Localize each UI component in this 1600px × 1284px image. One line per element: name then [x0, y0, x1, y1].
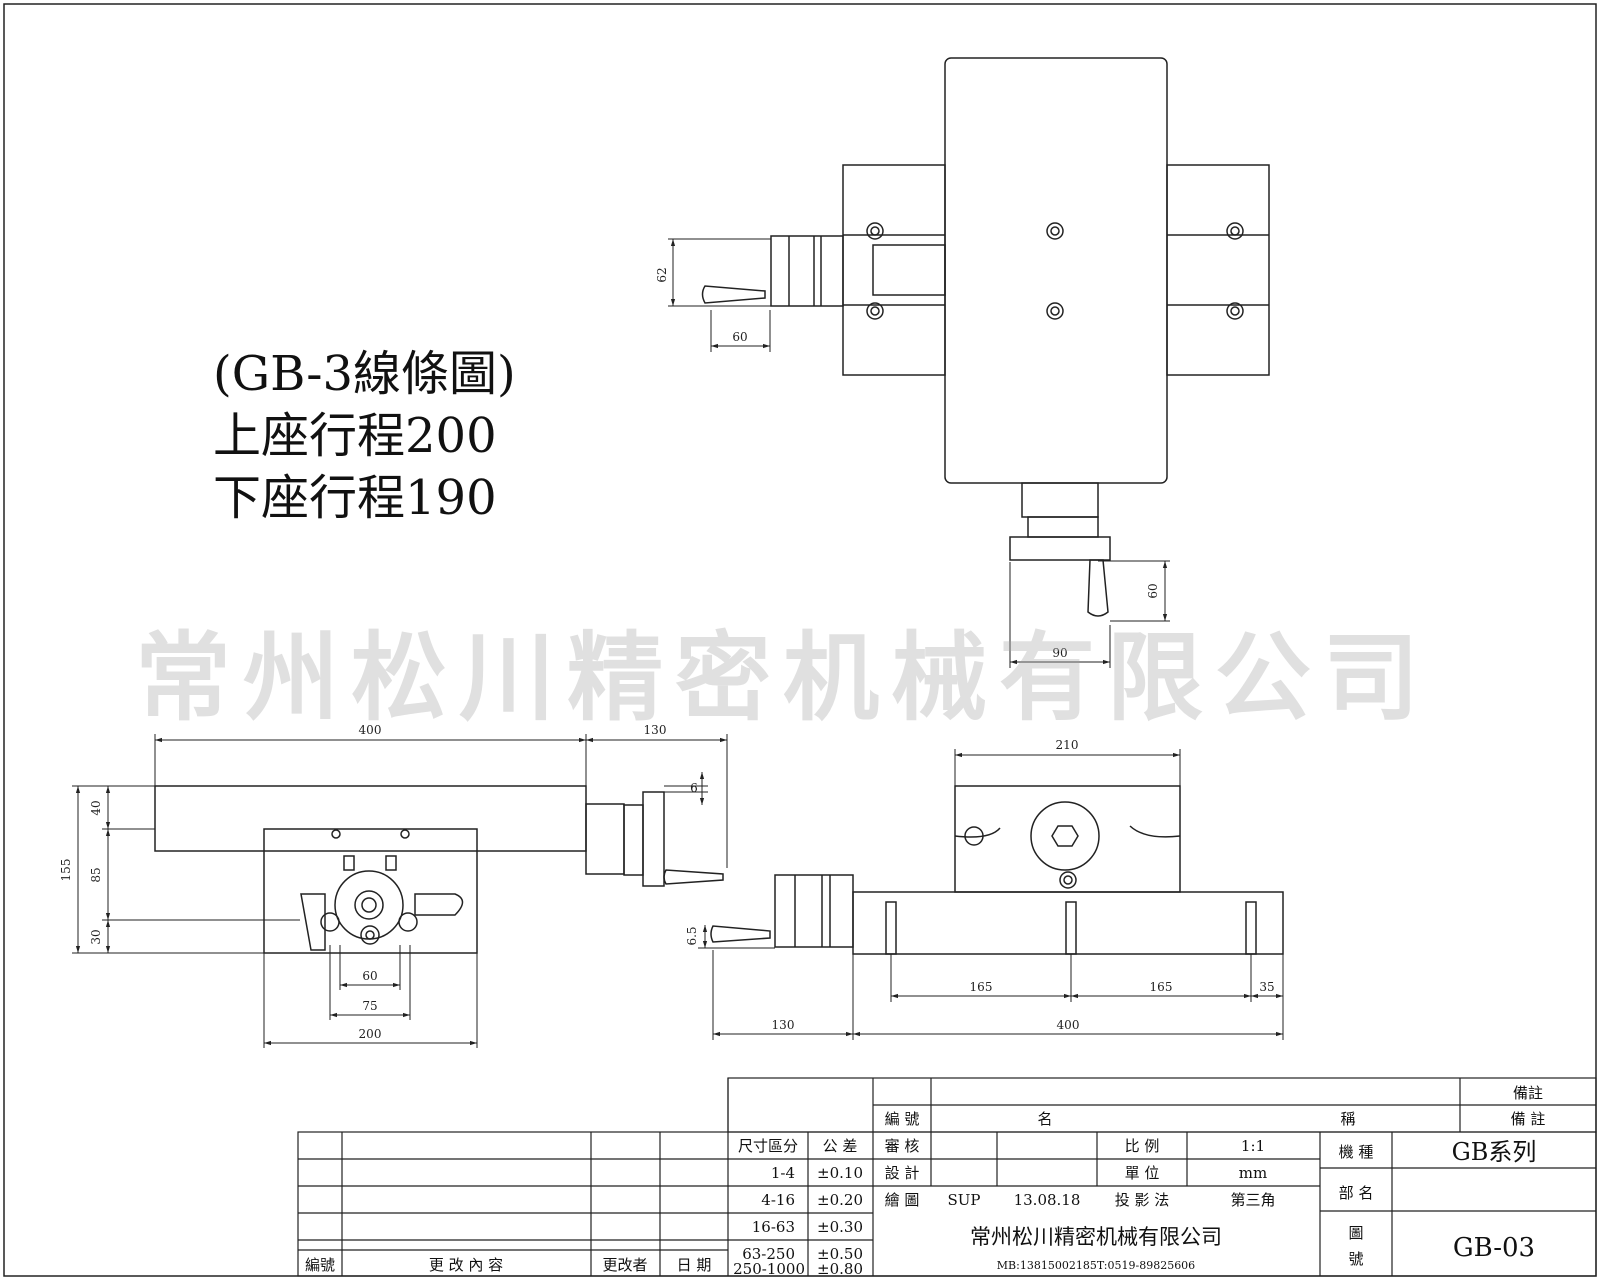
dim-inner-width-a: 60	[362, 969, 377, 983]
design-label: 設 計	[885, 1164, 920, 1182]
company-watermark: 常州松川精密机械有限公司	[135, 622, 1431, 734]
tolerance-range: 250-1000	[733, 1260, 805, 1278]
dim-front-handle-width: 90	[1052, 646, 1067, 660]
front-view	[710, 785, 1284, 955]
tolerance-value: ±0.80	[817, 1260, 863, 1278]
drawing-heading: (GB-3線條圖) 上座行程200 下座行程190	[213, 343, 516, 529]
tolerance-range: 1-4	[771, 1164, 795, 1182]
drawing-no-label-1: 圖	[1348, 1224, 1363, 1242]
part-name-label: 部 名	[1339, 1184, 1374, 1202]
company-contact: MB:13815002185T:0519-89825606	[997, 1259, 1195, 1272]
dim-handle-length: 60	[732, 330, 747, 344]
dim-table-height: 40	[89, 800, 103, 815]
dim-hole-spacing-1: 165	[970, 980, 993, 994]
draw-date: 13.08.18	[1014, 1191, 1081, 1209]
drawing-label: 繪 圖	[885, 1191, 920, 1209]
title-table-grid	[297, 1077, 1597, 1277]
dim-side-handle-offset: 6	[690, 781, 698, 795]
dim-handwheel-extension: 130	[644, 723, 667, 737]
dim-edge-offset: 35	[1259, 980, 1274, 994]
dim-table-length: 400	[359, 723, 382, 737]
dim-front-handle-height: 60	[1146, 583, 1160, 598]
header-remarks-small: 備註	[1513, 1084, 1543, 1102]
review-label: 審 核	[885, 1137, 920, 1155]
drawer-name: SUP	[947, 1191, 980, 1209]
tolerance-value: ±0.50	[817, 1245, 863, 1263]
unit-label: 單 位	[1125, 1164, 1160, 1182]
header-name-2: 稱	[1340, 1110, 1355, 1128]
tolerance-range: 4-16	[761, 1191, 795, 1209]
tolerance-value: ±0.30	[817, 1218, 863, 1236]
top-view	[701, 57, 1270, 617]
drawing-number: GB-03	[1453, 1233, 1535, 1263]
side-view	[154, 785, 724, 954]
drawing-no-label-2: 號	[1348, 1250, 1363, 1268]
tolerance-range: 16-63	[752, 1218, 795, 1236]
header-name-1: 名	[1037, 1110, 1052, 1128]
dim-handwheel-height: 62	[655, 267, 669, 282]
model-value: GB系列	[1452, 1138, 1537, 1166]
dim-front-table-width: 210	[1056, 738, 1079, 752]
heading-line-3: 下座行程190	[213, 470, 497, 526]
side-view-dimensions	[72, 734, 728, 1048]
dim-front-handwheel-extension: 130	[772, 1018, 795, 1032]
scale-value: 1:1	[1241, 1137, 1265, 1155]
revision-number-label: 編號	[305, 1256, 335, 1274]
tolerance-value: ±0.20	[817, 1191, 863, 1209]
company-name: 常州松川精密机械有限公司	[970, 1225, 1222, 1249]
heading-line-1: (GB-3線條圖)	[213, 346, 516, 402]
front-view-dimensions	[698, 749, 1284, 1040]
dim-foot-height: 30	[89, 929, 103, 944]
tolerance-header-range: 尺寸區分	[738, 1137, 798, 1155]
dim-base-width: 200	[359, 1027, 382, 1041]
header-remarks: 備 註	[1511, 1110, 1546, 1128]
dim-base-height: 85	[89, 867, 103, 882]
header-number: 編 號	[885, 1110, 920, 1128]
dim-front-handle-offset: 6.5	[685, 926, 699, 945]
revision-content-label: 更 改 內 容	[429, 1256, 503, 1274]
tolerance-value: ±0.10	[817, 1164, 863, 1182]
projection-label: 投 影 法	[1115, 1191, 1170, 1209]
projection-value: 第三角	[1230, 1191, 1275, 1209]
scale-label: 比 例	[1125, 1137, 1160, 1155]
dim-total-height: 155	[59, 859, 73, 882]
tolerance-header-value: 公 差	[823, 1137, 858, 1155]
model-label: 機 種	[1339, 1143, 1374, 1161]
top-view-dimensions	[668, 238, 1170, 668]
dim-inner-width-b: 75	[362, 999, 377, 1013]
heading-line-2: 上座行程200	[213, 408, 497, 464]
tolerance-range: 63-250	[742, 1245, 795, 1263]
revision-changer-label: 更改者	[602, 1256, 647, 1274]
revision-date-label: 日 期	[677, 1256, 712, 1274]
unit-value: mm	[1239, 1164, 1267, 1182]
dim-hole-spacing-2: 165	[1150, 980, 1173, 994]
dim-base-length: 400	[1057, 1018, 1080, 1032]
